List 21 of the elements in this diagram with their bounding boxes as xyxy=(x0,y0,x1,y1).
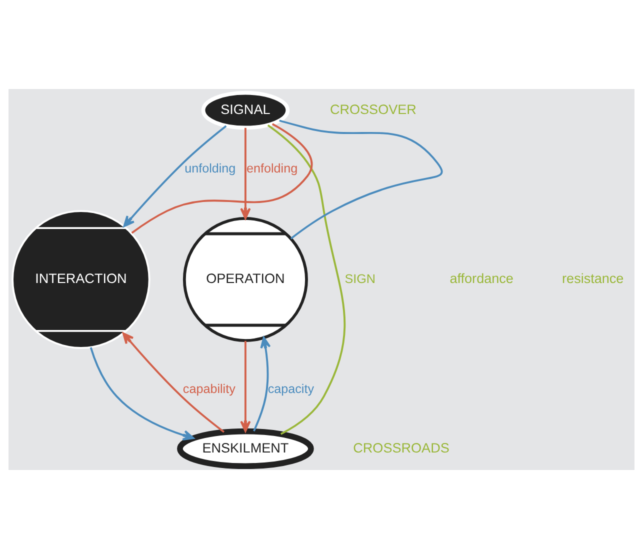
connector xyxy=(131,122,313,234)
edge-label: capacity xyxy=(268,381,314,396)
arrow xyxy=(240,127,251,219)
connector xyxy=(279,119,443,239)
edge-label: unfolding xyxy=(184,161,236,176)
label: resistance xyxy=(562,270,624,286)
connector xyxy=(267,124,346,434)
arrow xyxy=(90,346,194,440)
edge-label: enfolding xyxy=(246,161,298,176)
arrow xyxy=(240,340,251,432)
arrow xyxy=(123,124,227,227)
node-ellipse: SIGNAL xyxy=(201,90,290,130)
edge-label: capability xyxy=(182,381,236,396)
edge-label: SIGN xyxy=(344,271,376,286)
arrow xyxy=(253,336,271,432)
label: affordance xyxy=(450,270,514,286)
node-circle: INTERACTION xyxy=(12,210,150,348)
node-circle: OPERATION xyxy=(182,216,308,342)
label: CROSSROADS xyxy=(353,440,450,455)
label: CROSSOVER xyxy=(330,101,416,116)
arrow xyxy=(122,332,225,432)
